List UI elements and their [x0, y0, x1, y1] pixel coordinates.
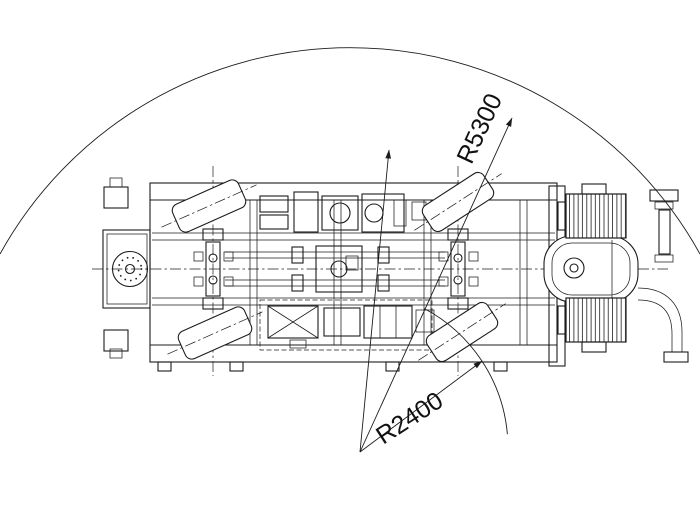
valve-block	[259, 214, 289, 230]
gearbox-cover	[345, 255, 359, 271]
motor-top-junction-box	[581, 183, 607, 195]
support-foot	[229, 361, 244, 372]
bracket	[289, 339, 307, 349]
inner-radius-label: R2400	[371, 386, 448, 450]
tank-housing	[543, 235, 639, 303]
hose-end-flange	[663, 351, 689, 363]
central-gearbox	[315, 245, 363, 293]
drum-housing	[102, 229, 151, 309]
deck-components-top	[259, 191, 427, 233]
tank-housing-inner	[551, 242, 631, 296]
discharge-hose-inner	[637, 299, 673, 352]
corner-bracket	[103, 329, 129, 352]
hidden-outline	[259, 299, 433, 351]
cooler-box	[267, 305, 319, 339]
tank-port	[563, 257, 585, 279]
motor-top-endcap	[557, 201, 567, 231]
hydraulic-unit	[293, 191, 319, 233]
outer-turning-radius-arc	[0, 47, 700, 255]
outer-radius-label: R5300	[451, 89, 508, 168]
pump-housing	[321, 195, 359, 231]
support-foot	[157, 361, 172, 372]
deck-components-bottom	[259, 299, 435, 351]
pipe-flange	[654, 201, 674, 210]
discharge-hose-outer	[637, 287, 683, 352]
radius-leader-line	[359, 149, 392, 453]
shaft-coupling	[377, 274, 390, 292]
wheels	[154, 160, 515, 374]
left-end-section	[102, 177, 151, 359]
pipe-flange	[649, 189, 679, 202]
cooler-diagonal	[267, 305, 319, 339]
bolt-circle	[117, 256, 143, 282]
gearbox-shaft	[330, 260, 348, 278]
support-foot	[493, 361, 508, 372]
motor-mount	[361, 193, 405, 233]
bracket	[393, 199, 407, 227]
outer-radius-line	[359, 117, 513, 453]
drum-flange	[111, 250, 149, 288]
corner-bracket	[109, 177, 123, 188]
drum-shaft	[124, 263, 136, 275]
valve-block	[259, 195, 289, 213]
inner-radius-line	[359, 360, 483, 453]
motor-bottom-fins	[565, 297, 627, 343]
shaft-coupling	[291, 274, 304, 292]
pump-port	[329, 202, 351, 224]
motor-top-fins	[565, 193, 627, 239]
control-cabinet	[363, 305, 413, 339]
vertical-pipe	[658, 209, 671, 255]
corner-bracket	[109, 348, 123, 359]
right-end-section	[543, 183, 689, 367]
wheel-front-left	[154, 170, 264, 242]
coupling-hub	[364, 203, 384, 223]
drive-line	[225, 245, 445, 293]
motor-bottom-junction-box	[581, 341, 607, 353]
motor-bottom-endcap	[557, 305, 567, 335]
shaft-coupling	[291, 246, 304, 264]
shaft-coupling	[377, 246, 390, 264]
corner-bracket	[103, 186, 129, 209]
tank-port-center	[569, 263, 579, 273]
pipe-flange	[654, 254, 674, 263]
battery-box	[323, 307, 361, 337]
